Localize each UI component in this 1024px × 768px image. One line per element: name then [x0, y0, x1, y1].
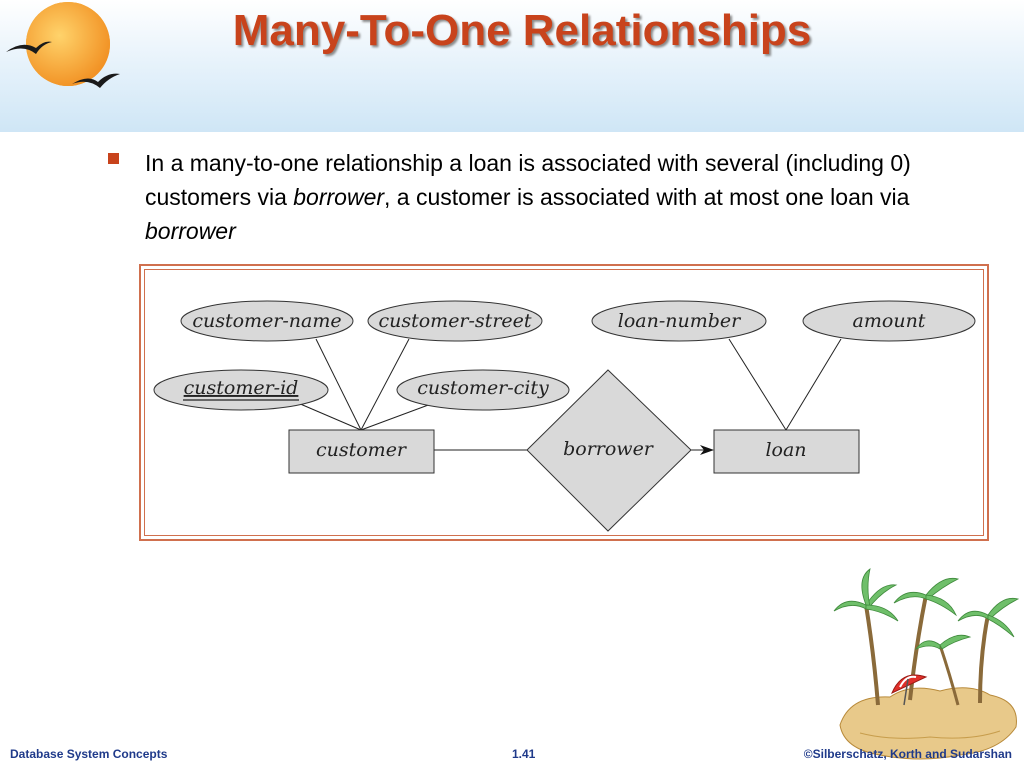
bullet-point: In a many-to-one relationship a loan is … — [108, 146, 948, 248]
attr-customer-name-label: customer-name — [192, 310, 341, 332]
line-city-to-customer — [360, 403, 432, 431]
line-number-to-loan — [728, 338, 787, 431]
attr-customer-city-label: customer-city — [417, 377, 549, 399]
attr-loan-number-ellipse — [591, 300, 767, 342]
attr-amount-ellipse — [802, 300, 976, 342]
slide-title: Many-To-One Relationships — [232, 6, 812, 55]
bullet-square-icon — [108, 153, 119, 164]
bullet-text: In a many-to-one relationship a loan is … — [145, 146, 948, 248]
bullet-text-part1: In a many-to-one relationship a loan is … — [145, 150, 911, 210]
attr-customer-name-ellipse — [180, 300, 354, 342]
er-diagram-frame: customer-name customer-street customer-i… — [139, 264, 989, 541]
header-band — [0, 0, 1024, 132]
entity-loan-label: loan — [765, 439, 806, 461]
line-id-to-customer — [290, 399, 362, 431]
attr-amount-label: amount — [853, 310, 926, 332]
attr-customer-street-label: customer-street — [378, 310, 531, 332]
sun-birds-logo-icon — [6, 2, 120, 88]
er-diagram: customer-name customer-street customer-i… — [153, 300, 976, 532]
attr-customer-city-ellipse — [396, 369, 570, 411]
line-street-to-customer — [360, 338, 410, 431]
entity-customer-label: customer — [316, 439, 408, 461]
palm-island-decoration-icon — [833, 568, 1020, 760]
attr-customer-id-label: customer-id — [184, 377, 299, 399]
entity-loan-box — [713, 429, 860, 474]
footer-copyright: ©Silberschatz, Korth and Sudarshan — [803, 747, 1012, 761]
footer-slide-number: 1.41 — [512, 747, 536, 761]
bullet-text-part2: , a customer is associated with at most … — [384, 184, 910, 210]
line-name-to-customer — [315, 338, 362, 431]
bullet-text-emphasis2: borrower — [145, 218, 236, 244]
er-diagram-inner-border — [144, 269, 984, 536]
entity-customer-box — [288, 429, 435, 474]
attr-customer-street-ellipse — [367, 300, 543, 342]
attr-loan-number-label: loan-number — [618, 310, 742, 332]
line-amount-to-loan — [785, 338, 842, 431]
footer-course-title: Database System Concepts — [10, 747, 168, 761]
relationship-borrower-diamond — [526, 369, 692, 532]
relationship-borrower-label: borrower — [563, 438, 655, 460]
bullet-text-emphasis1: borrower — [293, 184, 385, 210]
